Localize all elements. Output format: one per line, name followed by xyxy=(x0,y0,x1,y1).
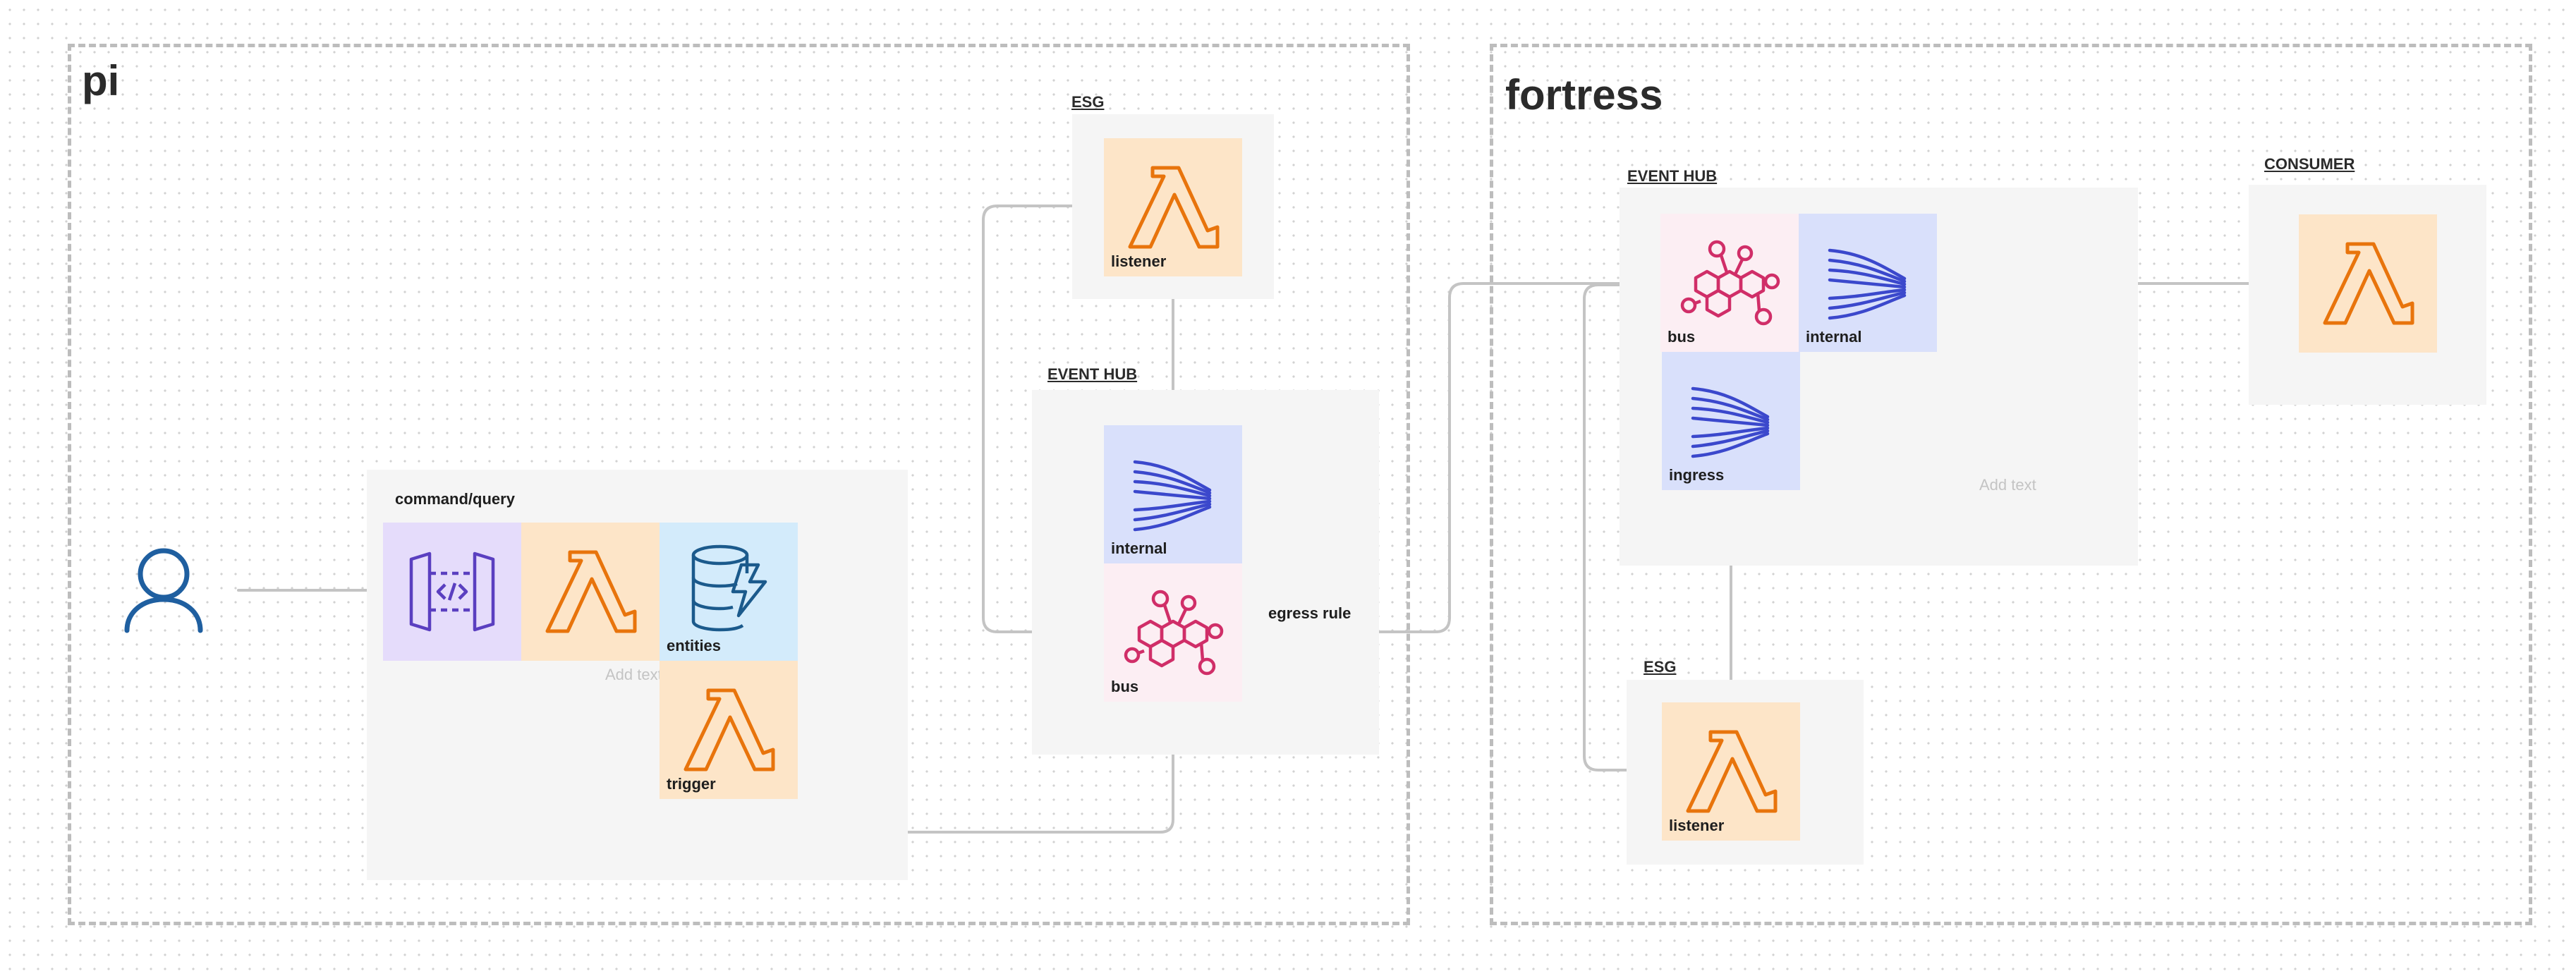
command-handler-lambda-node[interactable] xyxy=(521,523,660,661)
consumer-lambda-node[interactable] xyxy=(2299,214,2437,353)
pi-internal-stream-node[interactable]: internal xyxy=(1104,425,1242,563)
fortress-esg-listener-label: listener xyxy=(1669,817,1725,834)
user-icon xyxy=(124,548,203,633)
api-gateway-node[interactable] xyxy=(383,523,521,661)
lambda-icon xyxy=(2323,242,2414,325)
lambda-icon xyxy=(1686,730,1778,813)
fortress-internal-label: internal xyxy=(1806,328,1862,346)
entities-label: entities xyxy=(667,637,722,654)
fortress-ingress-stream-node[interactable]: ingress xyxy=(1662,352,1800,490)
fortress-bus-label: bus xyxy=(1667,328,1696,346)
region-pi xyxy=(68,44,1410,925)
fortress-internal-stream-node[interactable]: internal xyxy=(1799,214,1937,352)
api-gateway-icon xyxy=(409,551,495,632)
database-icon xyxy=(691,544,767,632)
command-query-label: command/query xyxy=(395,490,515,508)
stream-icon xyxy=(1133,460,1212,532)
event-bus-icon xyxy=(1124,590,1224,676)
stream-icon xyxy=(1691,386,1770,458)
region-title-fortress: fortress xyxy=(1505,71,1663,118)
lambda-icon xyxy=(1128,166,1220,249)
event-bus-icon xyxy=(1680,240,1780,326)
command-query-placeholder[interactable]: Add text xyxy=(605,666,662,683)
trigger-label: trigger xyxy=(667,775,716,793)
lambda-icon xyxy=(545,550,637,633)
region-title-pi: pi xyxy=(82,57,120,104)
pi-internal-label: internal xyxy=(1111,539,1167,557)
entities-table-node[interactable]: entities xyxy=(660,523,798,661)
fortress-bus-node[interactable]: bus xyxy=(1660,214,1799,352)
pi-esg-label: ESG xyxy=(1071,93,1105,111)
trigger-lambda-node[interactable]: trigger xyxy=(660,661,798,799)
consumer-label: CONSUMER xyxy=(2264,155,2355,173)
egress-rule-label: egress rule xyxy=(1268,604,1351,622)
fortress-ingress-label: ingress xyxy=(1669,466,1725,484)
pi-bus-label: bus xyxy=(1111,678,1139,695)
connector-esg-listener-to-bus xyxy=(1583,285,1663,771)
pi-esg-listener-label: listener xyxy=(1111,252,1167,270)
pi-event-hub-label: EVENT HUB xyxy=(1047,365,1138,383)
lambda-icon xyxy=(684,688,775,771)
fortress-event-hub-label: EVENT HUB xyxy=(1627,167,1718,185)
pi-esg-listener-node[interactable]: listener xyxy=(1104,138,1242,276)
fortress-esg-listener-node[interactable]: listener xyxy=(1662,702,1800,841)
connector-listener-to-bus xyxy=(982,205,1102,632)
region-fortress xyxy=(1490,44,2532,925)
fortress-event-hub-placeholder[interactable]: Add text xyxy=(1979,476,2036,494)
connector-egress-to-fortress-bus xyxy=(1242,283,1656,633)
user-actor[interactable] xyxy=(120,544,207,638)
pi-bus-node[interactable]: bus xyxy=(1104,563,1242,702)
fortress-esg-label: ESG xyxy=(1644,658,1677,676)
stream-icon xyxy=(1828,248,1907,320)
